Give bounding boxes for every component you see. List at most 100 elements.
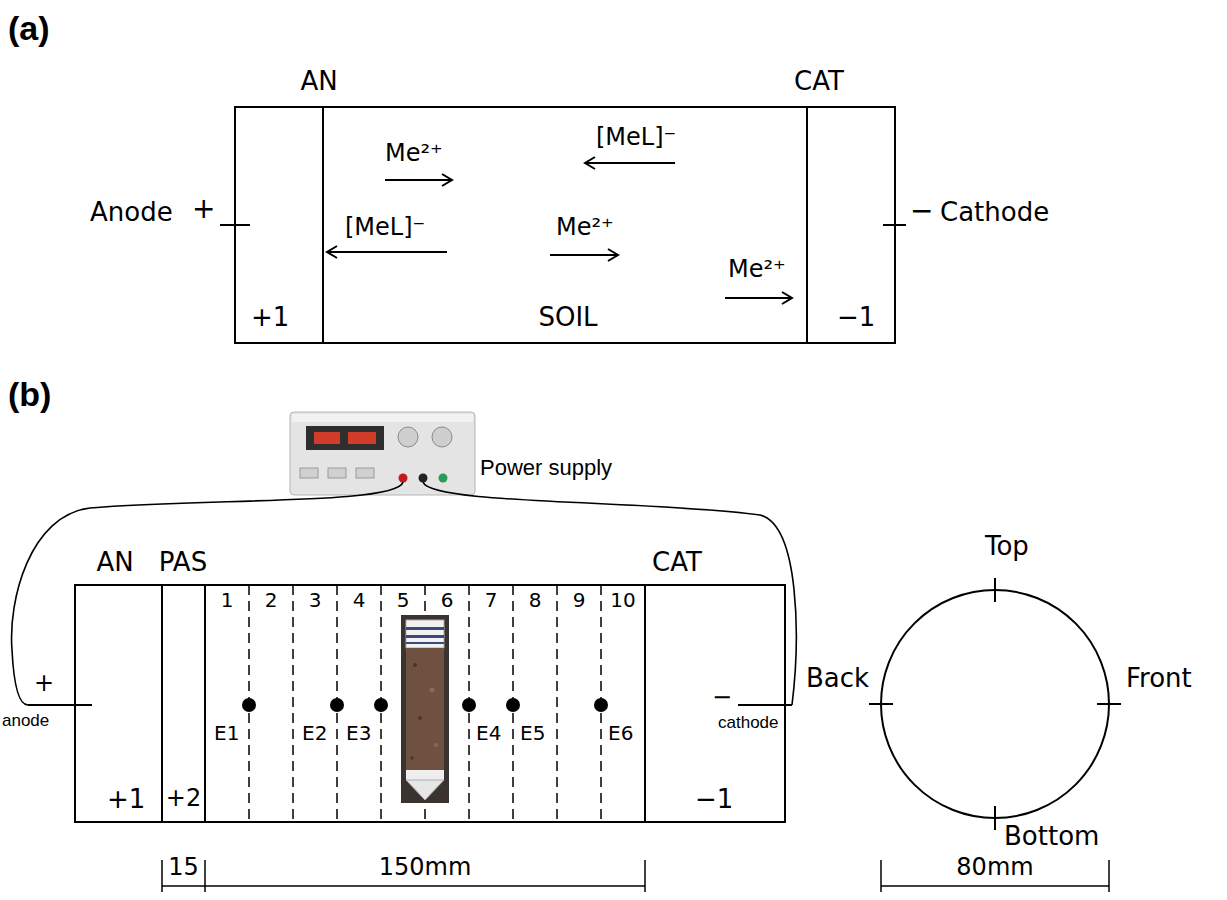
electrode-name: cathode: [718, 714, 779, 733]
soil-sample-tube: [406, 627, 444, 630]
polarity-sign: +: [34, 670, 54, 696]
dimension-line: [161, 860, 163, 892]
power-supply-picture: [432, 427, 452, 447]
probe-dot: [330, 698, 344, 712]
soil-sample-tube: [406, 635, 444, 638]
cross-section-circle: [1097, 703, 1121, 705]
compartment-heading: AN: [300, 67, 337, 96]
cell-outline: [235, 107, 895, 343]
compartment-number: +1: [107, 785, 145, 814]
compartment-number: +1: [251, 303, 289, 332]
soil-sample-tube: [406, 770, 444, 780]
ion-label: Me²⁺: [728, 256, 786, 282]
probe-label: E6: [608, 722, 633, 744]
dimension-line: [644, 860, 646, 892]
compartment-number: +2: [166, 785, 201, 811]
segment-divider: [556, 585, 558, 822]
electrode-terminal: [28, 704, 92, 706]
migration-arrow: [550, 249, 618, 261]
dimension-line: [204, 860, 206, 892]
orientation-label: Bottom: [1004, 822, 1099, 851]
power-supply-picture: [328, 468, 346, 478]
soil-sample-tube: [401, 615, 449, 803]
soil-segment: 1: [205, 585, 249, 822]
power-supply-picture: [419, 474, 428, 483]
migration-arrow: [327, 157, 792, 304]
dimension-text: 15: [168, 854, 199, 880]
cross-section-circle: [994, 578, 996, 602]
power-supply-picture: [314, 432, 340, 444]
soil-segment: 9: [557, 585, 601, 822]
segment-divider: [292, 585, 294, 822]
migration-arrow: [725, 292, 792, 304]
power-supply-picture: [290, 412, 475, 495]
soil-sample-tube: [410, 756, 414, 760]
dimension-text: 80mm: [956, 854, 1033, 880]
segment-number: 8: [529, 589, 542, 611]
power-supply-picture: [398, 427, 418, 447]
soil-segment: 10: [601, 585, 645, 822]
soil-label: SOIL: [538, 303, 597, 332]
segment-number: 10: [610, 589, 635, 611]
dimension-line: [880, 860, 882, 892]
power-supply-picture: [439, 474, 448, 483]
cell-outline: [204, 585, 206, 822]
panel-letter: (a): [8, 10, 50, 47]
dimension-text: 150mm: [379, 854, 472, 880]
segment-number: 6: [441, 589, 454, 611]
power-supply-picture: [292, 414, 473, 422]
soil-sample-tube: [406, 620, 444, 648]
power-supply-picture: [300, 468, 318, 478]
dimension-line: [1108, 860, 1110, 892]
soil-segment: 6: [425, 585, 469, 822]
probe-label: E4: [476, 722, 501, 744]
probe-label: E3: [346, 722, 371, 744]
segment-number: 2: [265, 589, 278, 611]
compartment-heading: PAS: [159, 548, 207, 577]
passive-compartment: PAS+2: [162, 585, 205, 822]
anode-compartment: AN+1: [235, 107, 323, 343]
compartment-number: −1: [837, 303, 875, 332]
power-supply-picture: [356, 468, 374, 478]
soil-sample-tube: [434, 743, 438, 747]
soil-sample-tube: [401, 615, 449, 803]
probe-dot: [594, 698, 608, 712]
ion-label: [MeL]⁻: [596, 124, 676, 150]
ion-label: Me²⁺: [385, 140, 443, 166]
electrode-terminal: [883, 224, 906, 226]
soil-segment: 2: [249, 585, 293, 822]
electrode-name: anode: [2, 712, 49, 731]
cell-outline: [806, 107, 808, 343]
cross-section-circle: [869, 703, 893, 705]
anode-compartment: AN+1: [75, 585, 162, 822]
segment-number: 9: [573, 589, 586, 611]
device-label: Power supply: [480, 456, 612, 480]
soil-segment: 8: [513, 585, 557, 822]
segment-divider: [249, 585, 601, 822]
orientation-label: Front: [1126, 664, 1192, 693]
soil-sample-tube: [413, 663, 417, 667]
power-supply-picture: [348, 432, 376, 444]
supply-wire: [423, 482, 796, 705]
power-supply-picture: [399, 474, 408, 483]
cross-section-circle: [881, 590, 1109, 818]
migration-arrow: [585, 157, 675, 169]
soil-segment: 5: [381, 585, 425, 822]
cross-section-circle: [994, 806, 996, 830]
polarity-sign: −: [712, 684, 732, 710]
cell-outline: [235, 107, 895, 343]
probe-dot: [506, 698, 520, 712]
polarity-sign: +: [192, 194, 215, 225]
electrode-terminal: [738, 704, 792, 706]
supply-wire: [12, 482, 403, 705]
probe-label: E2: [302, 722, 327, 744]
electrode-name: Anode: [90, 198, 173, 227]
ion-label: [MeL]⁻: [345, 214, 425, 240]
segment-number: 4: [353, 589, 366, 611]
probe-dot: [462, 698, 476, 712]
migration-arrow: [327, 246, 447, 258]
segment-number: 1: [221, 589, 234, 611]
compartment-heading: AN: [96, 548, 133, 577]
probe-dot: [242, 698, 256, 712]
